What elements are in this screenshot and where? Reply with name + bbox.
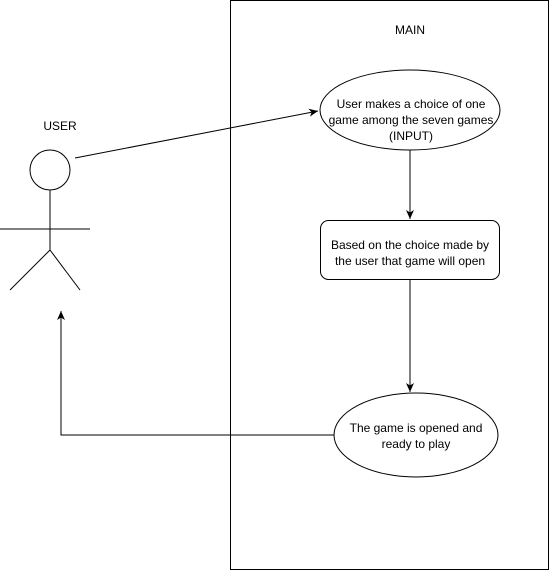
system-title: MAIN bbox=[395, 23, 425, 37]
node-play-label: The game is opened and ready to play bbox=[349, 421, 483, 451]
node-choice-label: User makes a choice of one game among th… bbox=[328, 97, 494, 143]
actor-right-leg bbox=[49, 249, 81, 291]
node-open-label: Based on the choice made by the user tha… bbox=[330, 238, 490, 268]
arrow-user-to-choice bbox=[74, 108, 319, 159]
arrow-play-to-user bbox=[57, 311, 334, 436]
actor-figure bbox=[0, 149, 90, 291]
node-open-box bbox=[320, 220, 500, 280]
actor-head bbox=[29, 149, 71, 191]
actor-left-leg bbox=[9, 249, 51, 291]
actor-label: USER bbox=[43, 119, 77, 133]
